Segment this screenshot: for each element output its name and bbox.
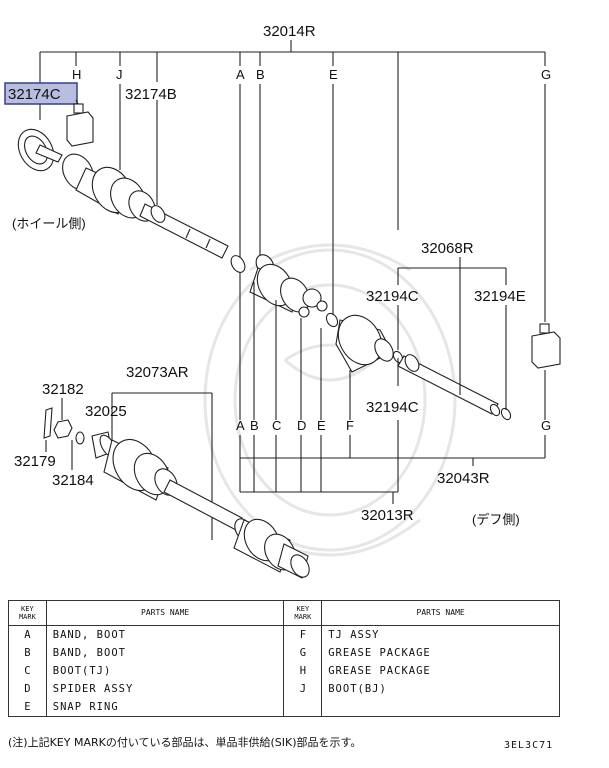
header-key-mark-right: KEY MARK <box>283 600 323 626</box>
name-cell: TJ ASSY <box>321 625 560 644</box>
label-32194E: 32194E <box>474 288 526 305</box>
part-highlight-32174C[interactable] <box>4 82 78 105</box>
name-cell: GREASE PACKAGE <box>321 644 560 662</box>
table-row: E SNAP RING <box>8 698 560 717</box>
table-row: B BAND, BOOT G GREASE PACKAGE <box>8 644 560 662</box>
label-32194C-top: 32194C <box>366 288 419 305</box>
label-32025: 32025 <box>85 403 127 420</box>
label-32174B: 32174B <box>125 86 177 103</box>
key-cell <box>283 698 323 717</box>
header-key-mark-left: KEY MARK <box>8 600 47 626</box>
name-cell: SPIDER ASSY <box>45 680 285 698</box>
grease-package-h <box>66 99 94 147</box>
name-cell: BAND, BOOT <box>45 625 285 644</box>
bracket-32043R <box>239 435 546 466</box>
name-cell: BOOT(BJ) <box>321 680 560 698</box>
name-cell: GREASE PACKAGE <box>321 662 560 680</box>
bracket-32013R <box>239 420 399 504</box>
label-wheel-side: (ホイール側) <box>12 216 86 231</box>
key-cell: H <box>283 662 323 680</box>
name-cell: BOOT(TJ) <box>45 662 285 680</box>
label-32174C[interactable]: 32174C <box>8 86 61 103</box>
label-32013R: 32013R <box>361 507 414 524</box>
label-32182: 32182 <box>42 381 84 398</box>
tj-boot-and-spider <box>249 254 339 328</box>
key-letter-D-mid: D <box>297 418 306 433</box>
name-cell: SNAP RING <box>45 698 285 717</box>
table-row: D SPIDER ASSY J BOOT(BJ) <box>8 680 560 698</box>
label-32043R: 32043R <box>437 470 490 487</box>
table-row: C BOOT(TJ) H GREASE PACKAGE <box>8 662 560 680</box>
label-32073AR: 32073AR <box>126 364 189 381</box>
name-cell: BAND, BOOT <box>45 644 285 662</box>
table-row: A BAND, BOOT F TJ ASSY <box>8 625 560 644</box>
key-letter-B-mid: B <box>250 418 259 433</box>
key-letter-F-mid: F <box>346 418 354 433</box>
drive-shaft-lower-assembly <box>91 431 310 579</box>
key-cell: F <box>283 625 323 644</box>
grease-package-g <box>531 323 561 369</box>
name-cell <box>321 698 560 717</box>
bracket-32014R <box>39 40 546 230</box>
drive-shaft-upper-wheel-side <box>17 128 229 259</box>
key-cell: B <box>8 644 47 662</box>
key-letter-B-top: B <box>256 67 265 82</box>
label-32014R: 32014R <box>263 23 316 40</box>
key-letter-C-mid: C <box>272 418 281 433</box>
key-letter-G-mid: G <box>541 418 551 433</box>
key-letter-H-top: H <box>72 67 81 82</box>
header-parts-name-right: PARTS NAME <box>321 600 560 626</box>
parts-key-table: KEY MARK PARTS NAME KEY MARK PARTS NAME … <box>8 600 560 717</box>
key-cell: A <box>8 625 47 644</box>
band-ring-a <box>230 255 246 273</box>
table-header-row: KEY MARK PARTS NAME KEY MARK PARTS NAME <box>8 600 560 626</box>
header-parts-name-left: PARTS NAME <box>45 600 285 626</box>
key-cell: G <box>283 644 323 662</box>
key-cell: J <box>283 680 323 698</box>
key-letter-A-top: A <box>236 67 245 82</box>
key-letter-E-mid: E <box>317 418 326 433</box>
key-letter-E-top: E <box>329 67 338 82</box>
lower-small-parts <box>43 398 85 470</box>
label-32194C-bottom: 32194C <box>366 399 419 416</box>
diagram-code: 3EL3C71 <box>504 740 554 751</box>
footnote: (注)上記KEY MARKの付いている部品は、単品非供給(SIK)部品を示す。 <box>8 736 362 749</box>
label-32179: 32179 <box>14 453 56 470</box>
tj-assy-diff-side <box>335 314 512 421</box>
key-cell: D <box>8 680 47 698</box>
label-32184: 32184 <box>52 472 94 489</box>
key-cell: E <box>8 698 47 717</box>
key-letter-J-top: J <box>116 67 123 82</box>
label-diff-side: (デフ側) <box>472 512 520 527</box>
leader-lines-middle <box>253 282 546 420</box>
key-letter-G-top: G <box>541 67 551 82</box>
label-32068R: 32068R <box>421 240 474 257</box>
bracket-32068R <box>397 257 507 410</box>
key-letter-A-mid: A <box>236 418 245 433</box>
key-cell: C <box>8 662 47 680</box>
